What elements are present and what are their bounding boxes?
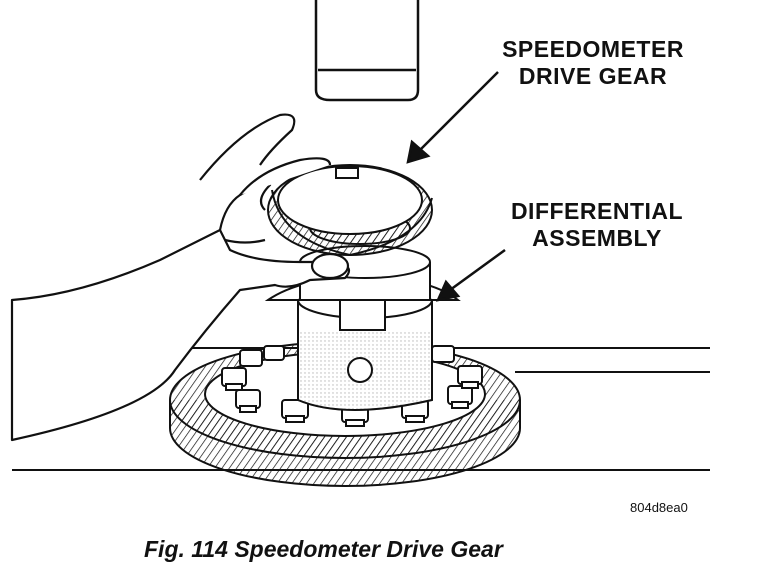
bolt <box>281 399 309 423</box>
callout-line: ASSEMBLY <box>532 225 662 251</box>
press-tool <box>314 0 420 102</box>
arrow-differential <box>449 248 506 292</box>
bolt <box>263 345 285 361</box>
callout-line: DIFFERENTIAL <box>510 198 684 224</box>
callout-speedometer-drive-gear: SPEEDOMETER DRIVE GEAR <box>478 36 708 90</box>
bolt <box>447 385 473 409</box>
arrow-speedometer <box>417 71 499 153</box>
bolt <box>431 345 455 363</box>
callout-differential-assembly: DIFFERENTIAL ASSEMBLY <box>488 198 706 252</box>
callout-line: SPEEDOMETER <box>502 36 684 62</box>
bolt <box>221 367 247 391</box>
bolt <box>457 365 483 389</box>
leader-arrows <box>406 71 506 302</box>
figure-caption: Fig. 114 Speedometer Drive Gear <box>144 536 503 562</box>
bolt <box>239 349 263 367</box>
reference-code: 804d8ea0 <box>630 500 688 515</box>
callout-line: DRIVE GEAR <box>518 63 668 89</box>
hand <box>10 113 351 442</box>
speedometer-drive-gear <box>267 164 433 257</box>
bolt <box>235 389 261 413</box>
